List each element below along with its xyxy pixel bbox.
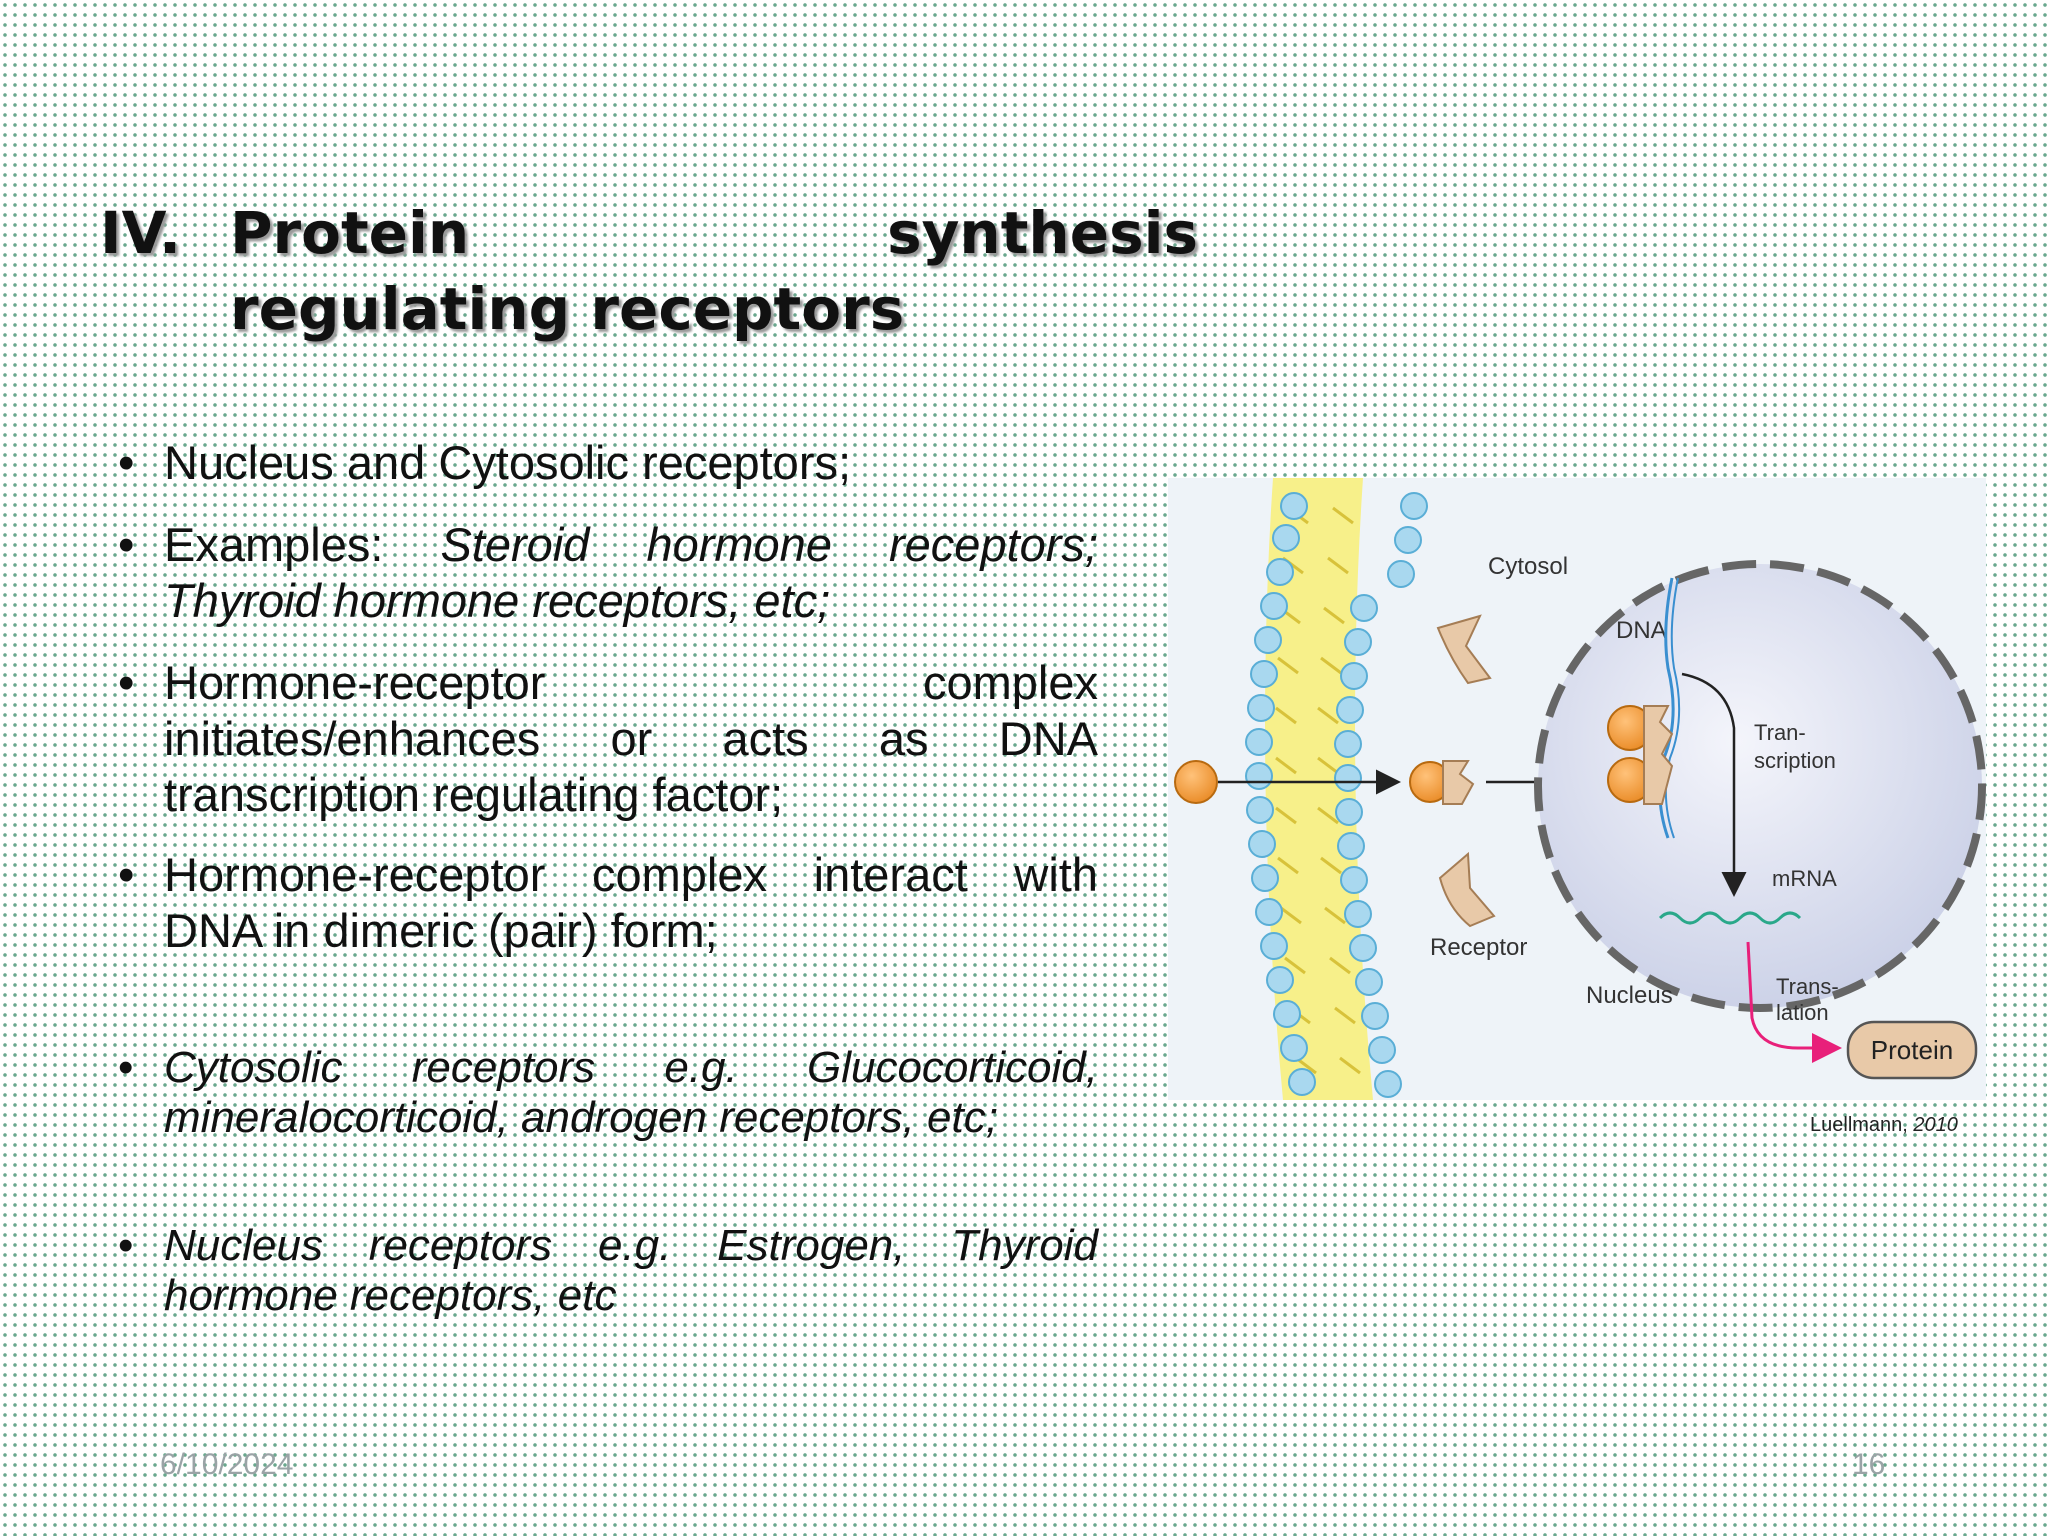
- membrane-band: [1265, 478, 1373, 1100]
- label-transcription-2: scription: [1754, 748, 1836, 773]
- bullet-dot: •: [118, 1043, 134, 1092]
- bullet-item: • Nucleus receptors e.g. Estrogen, Thyro…: [118, 1221, 1098, 1321]
- hormone-ball: [1174, 760, 1218, 804]
- receptor-diagram-svg: Cytosol Receptor DNA Tran- scription mRN…: [1174, 478, 1986, 1100]
- label-protein: Protein: [1871, 1035, 1953, 1065]
- bullet-text: Hormone-receptor complex interact with D…: [164, 848, 1098, 957]
- bullet-dot: •: [118, 436, 135, 489]
- label-dna: DNA: [1616, 617, 1667, 644]
- bullet-item: • Examples: Steroid hormone receptors; T…: [118, 517, 1098, 629]
- bullet-item: • Cytosolic receptors e.g. Glucocorticoi…: [118, 1043, 1098, 1143]
- label-receptor: Receptor: [1430, 934, 1527, 961]
- dna-strand-2: [1664, 577, 1681, 839]
- receptor-bound: [1442, 760, 1475, 805]
- footer-date: 6/10/2024: [160, 1448, 294, 1481]
- label-transcription-1: Tran-: [1754, 720, 1806, 745]
- membrane-heads-right: [1334, 492, 1428, 1098]
- nucleus: [1534, 560, 1986, 1012]
- title-line-1: Protein synthesis: [230, 199, 1198, 267]
- mrna-strand: [1658, 911, 1802, 925]
- receptor-shape-bottom: [1438, 851, 1496, 928]
- label-translation-1: Trans-: [1776, 974, 1839, 999]
- bullet-item: • Hormone-receptor complex initiates/enh…: [118, 655, 1098, 823]
- receptor-shape-top: [1436, 614, 1492, 685]
- bullet-text: Nucleus and Cytosolic receptors;: [164, 436, 852, 489]
- bullet-italic: Steroid hormone receptors; Thyroid hormo…: [164, 518, 1098, 627]
- bullet-item: • Hormone-receptor complex interact with…: [118, 847, 1098, 959]
- label-nucleus: Nucleus: [1586, 982, 1673, 1009]
- page-number: 16: [1852, 1448, 1886, 1481]
- title-line-2: regulating receptors: [230, 275, 905, 343]
- title-number: IV.: [100, 199, 182, 267]
- label-translation-2: lation: [1776, 1000, 1829, 1025]
- bullet-text: Cytosolic receptors e.g. Glucocorticoid,…: [164, 1043, 1098, 1142]
- caption-author: Luellmann,: [1810, 1114, 1914, 1136]
- bullet-text: Examples: Steroid hormone receptors; Thy…: [164, 517, 1098, 629]
- label-cytosol: Cytosol: [1488, 553, 1568, 580]
- label-mrna: mRNA: [1772, 866, 1837, 891]
- arrow-translation: [1746, 941, 1842, 1063]
- bullet-text: Nucleus receptors e.g. Estrogen, Thyroid…: [164, 1221, 1098, 1320]
- bullet-dot: •: [118, 656, 135, 709]
- bullet-dot: •: [118, 1221, 134, 1270]
- bullet-item: • Nucleus and Cytosolic receptors;: [118, 435, 1098, 491]
- protein-box: [1846, 1020, 1978, 1080]
- bullet-dot: •: [118, 848, 135, 901]
- caption-year: 2010: [1913, 1114, 1958, 1136]
- figure-caption: Luellmann, 2010: [1810, 1114, 1958, 1137]
- bullet-dot: •: [118, 518, 135, 571]
- bullet-lead: Examples:: [164, 518, 441, 571]
- bullet-text: Hormone-receptor complex initiates/enhan…: [164, 656, 1098, 821]
- receptor-diagram: Cytosol Receptor DNA Tran- scription mRN…: [1168, 478, 1986, 1100]
- dimer-receptor: [1643, 705, 1674, 805]
- membrane-heads-left: [1245, 492, 1316, 1096]
- arrow-transcription: [1681, 672, 1747, 897]
